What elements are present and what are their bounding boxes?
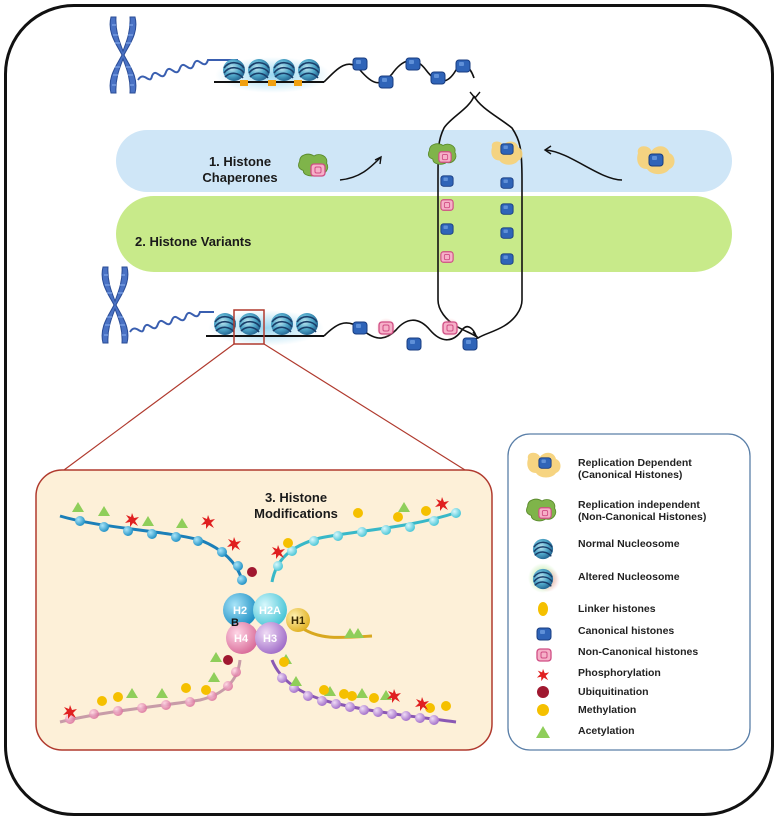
- legend-canonical-text: Canonical histones: [578, 625, 674, 637]
- h2b-sub-label: B: [231, 617, 239, 629]
- zoom-lines: [63, 343, 466, 471]
- h4-sphere: [226, 622, 258, 654]
- variants-label: 2. Histone Variants: [135, 234, 251, 249]
- zoom-box: [233, 309, 265, 345]
- ubiquitination-marks: [223, 567, 257, 665]
- legend-methyl-text: Methylation: [578, 704, 636, 716]
- h2a-label: H2A: [259, 605, 281, 617]
- h2b-tail: [59, 514, 247, 585]
- bottom-replication-strand: [323, 318, 478, 351]
- acetylation-marks: [72, 502, 410, 700]
- legend-normal-nuc-text: Normal Nucleosome: [578, 538, 680, 550]
- legend-linker-text: Linker histones: [578, 603, 656, 615]
- legend-rep-dep-text: Replication Dependent: [578, 457, 692, 469]
- h3-label: H3: [263, 633, 277, 645]
- histone-core: H2 B H2A H4 H3 H1: [223, 593, 310, 654]
- chaperones-band: [116, 130, 732, 192]
- h1-label: H1: [291, 615, 305, 627]
- h2b-label: H2: [233, 605, 247, 617]
- variants-band: [116, 196, 732, 272]
- left-chaperone-group: [298, 153, 382, 181]
- h1-sphere: [286, 608, 310, 632]
- legend-box: [507, 433, 751, 751]
- legend-icons: [526, 452, 561, 738]
- legend-noncanonical-text: Non-Canonical histones: [578, 646, 698, 658]
- chaperones-label-line1: 1. Histone: [209, 154, 271, 169]
- legend-acetyl-text: Acetylation: [578, 725, 635, 737]
- legend-altered-nuc-text: Altered Nucleosome: [578, 571, 680, 583]
- h2b-sphere: [223, 593, 257, 627]
- h4-tail: [59, 659, 242, 724]
- legend-phospho-text: Phosphorylation: [578, 667, 661, 679]
- h3-sphere: [255, 622, 287, 654]
- modifications-label-line1: 3. Histone: [265, 490, 327, 505]
- h2a-tail: [270, 508, 461, 583]
- top-replication-fork-strand: [323, 57, 475, 89]
- legend-rep-dep-text: (Canonical Histones): [578, 469, 682, 481]
- bottom-nucleosome-array: [206, 309, 324, 346]
- h1-tail: [301, 626, 373, 639]
- legend-ubiq-text: Ubiquitination: [578, 686, 649, 698]
- legend-rep-indep-text: (Non-Canonical Histones): [578, 511, 706, 523]
- h4-label: H4: [234, 633, 249, 645]
- top-chromosome: [109, 16, 238, 94]
- legend-rep-indep-text: Replication independent: [578, 499, 700, 511]
- chaperones-label-line2: Chaperones: [202, 170, 277, 185]
- methylation-marks: [97, 506, 451, 713]
- top-nucleosome-array: [214, 57, 331, 93]
- h3-tail: [270, 659, 457, 725]
- right-chaperone-group: [543, 145, 675, 181]
- h2a-sphere: [253, 593, 287, 627]
- modifications-label-line2: Modifications: [254, 506, 338, 521]
- bottom-chromosome: [101, 266, 214, 344]
